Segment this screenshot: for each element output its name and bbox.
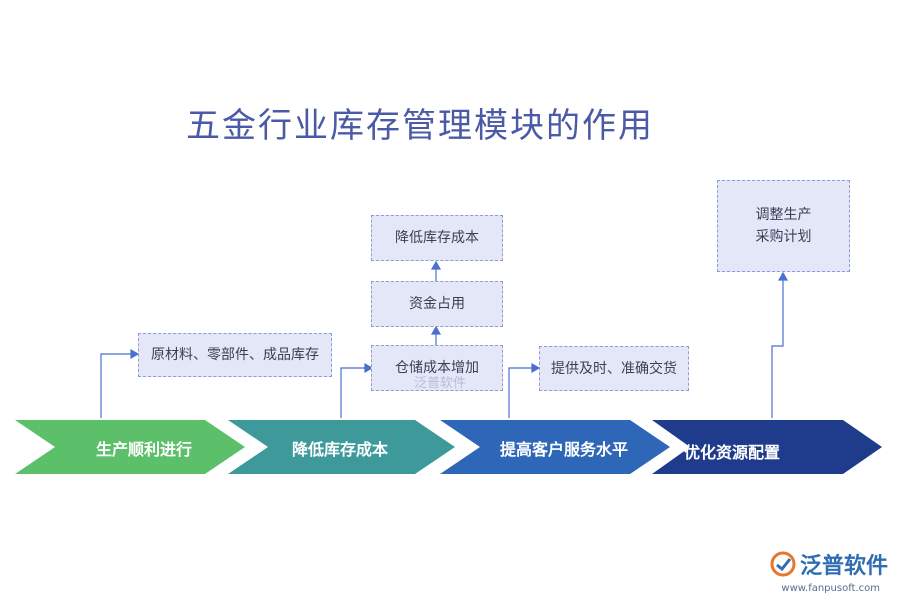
stage-label-4: 优化资源配置 [684, 443, 781, 462]
box-adjust-line2: 采购计划 [755, 229, 812, 245]
stage-arrow-2 [228, 420, 455, 474]
box-reduce-cost: 降低库存成本 [371, 215, 503, 261]
arrowhead [364, 362, 374, 374]
watermark: 泛普软件 [414, 376, 467, 391]
diagram-title: 五金行业库存管理模块的作用 [186, 106, 654, 146]
stage-label-1: 生产顺利进行 [96, 440, 193, 459]
stage-arrow-3 [440, 420, 670, 474]
box-delivery: 提供及时、准确交货 [539, 346, 689, 391]
box-capital: 资金占用 [371, 281, 503, 327]
arrowhead [130, 348, 140, 360]
box-adjust-plan: 调整生产 采购计划 [717, 180, 850, 272]
stage-label-3: 提高客户服务水平 [500, 440, 629, 459]
box-raw-material: 原材料、零部件、成品库存 [138, 333, 332, 377]
brand-logo: 泛普软件 [770, 548, 888, 580]
connectors [100, 260, 789, 418]
stage-label-2: 降低库存成本 [292, 440, 389, 459]
logo-url: www.fanpusoft.com [781, 583, 880, 594]
stage-arrow-4 [652, 420, 882, 474]
arrowhead [430, 260, 442, 270]
box-adjust-line1: 调整生产 [755, 207, 812, 223]
box-storage-cost: 仓储成本增加 [371, 345, 503, 391]
logo-icon [770, 551, 796, 577]
logo-name: 泛普软件 [799, 554, 888, 579]
stage-arrow-1 [15, 420, 245, 474]
arrowhead [531, 362, 541, 374]
arrowhead [777, 271, 789, 281]
arrowhead [430, 325, 442, 335]
